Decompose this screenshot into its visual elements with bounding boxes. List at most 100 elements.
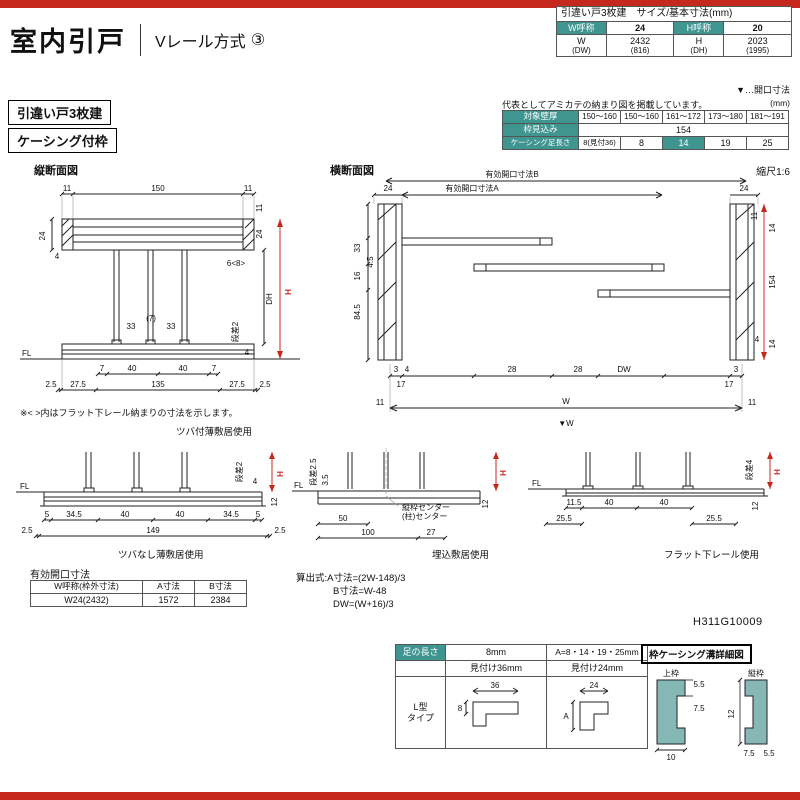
- height-dim-label: H: [276, 471, 285, 477]
- dim-label: 27.5: [70, 380, 86, 389]
- l-type-label-cell: L型 タイプ: [395, 676, 446, 749]
- frame-depth-label: 枠見込み: [502, 122, 579, 138]
- table-cell: 19: [704, 136, 747, 151]
- frame-depth-value: 154: [578, 122, 789, 138]
- dim-label: 28: [574, 365, 583, 374]
- dim-label: 11.5: [567, 498, 583, 507]
- eff-header-cell: W呼称(枠外寸法): [30, 580, 143, 594]
- table-cell: 8mm: [445, 644, 547, 661]
- table-cell: W24(2432): [30, 592, 143, 608]
- dim-label: 24: [384, 184, 393, 193]
- dim-label: 10: [667, 753, 676, 762]
- size-table: 引違い戸3枚建 サイズ/基本寸法(mm) W呼称 24 H呼称 20 W(DW)…: [556, 6, 792, 58]
- side-frame-profile: [737, 677, 768, 747]
- dim-label: 4: [755, 335, 760, 344]
- wall-row: 対象壁厚 150〜160 150〜160 161〜172 173〜180 181…: [502, 110, 789, 124]
- door-type-tag: 引違い戸3枚建: [8, 100, 112, 125]
- casing-leg-label: ケーシング足長さ: [502, 136, 579, 151]
- unit-label: (mm): [770, 98, 790, 108]
- dim-label: 40: [179, 364, 188, 373]
- eff-header-cell: B寸法: [194, 580, 247, 594]
- dim-label: 27.5: [229, 380, 245, 389]
- dim-label: 3.5: [321, 474, 330, 486]
- leg-subheader-row: 見付け36mm 見付け24mm: [395, 660, 648, 677]
- width-marker-label: ▼W: [558, 419, 574, 428]
- dim-label: 11: [750, 211, 759, 220]
- w-dim: 2432: [630, 35, 651, 46]
- document-number: H311G10009: [693, 616, 763, 628]
- dim-label: 4.5: [366, 256, 375, 268]
- h-name-sub: (DH): [690, 46, 708, 56]
- table-cell: 8: [620, 136, 663, 151]
- dim-label: 149: [146, 526, 160, 535]
- dim-label: 7: [100, 364, 105, 373]
- table-cell: A=8・14・19・25mm: [546, 644, 648, 661]
- dim-label: 17: [725, 380, 734, 389]
- dim-label: 17: [397, 380, 406, 389]
- sd1-h-dim-red: [269, 452, 275, 492]
- vs-h-dim-red: [277, 219, 283, 359]
- flat-rail-drawing: FL 段差4 H 12 11.5 40 40 25.5 25.5: [528, 452, 782, 527]
- dim-label: 84.5: [353, 304, 362, 320]
- dim-label: 24: [38, 231, 47, 240]
- vs-caption: ツバ付薄敷居使用: [176, 427, 253, 438]
- wall-row-label: 対象壁厚: [502, 110, 579, 124]
- dim-label: 154: [768, 275, 777, 289]
- h-name: H: [695, 35, 703, 46]
- sd2-geometry: [292, 448, 481, 541]
- effective-opening-title: 有効開口寸法: [30, 570, 90, 581]
- dim-label: 段差2.5: [308, 458, 318, 486]
- bottom-accent-bar: [0, 792, 800, 800]
- dim-label: 40: [660, 498, 669, 507]
- h-name-cell: H(DH): [673, 33, 725, 58]
- dim-label: 段差2: [234, 461, 244, 482]
- eff-header-row: W呼称(枠外寸法) A寸法 B寸法: [30, 580, 247, 594]
- leg-drawing-row: L型 タイプ 36 8: [395, 676, 648, 749]
- casing-profile-a-cell: 24 A: [546, 676, 648, 749]
- dim-label: 6<8>: [227, 259, 246, 268]
- bracket-note: ※< >内はフラット下レール納まりの寸法を示します。: [20, 408, 238, 418]
- dim-label: 5: [256, 510, 261, 519]
- dim-label: 100: [361, 528, 375, 537]
- vertical-section-title: 縦断面図: [34, 165, 78, 177]
- effective-opening-table: W呼称(枠外寸法) A寸法 B寸法 W24(2432) 1572 2384: [30, 580, 247, 608]
- leg-header-row: 足の長さ 8mm A=8・14・19・25mm: [395, 644, 648, 661]
- casing-profile-36-cell: 36 8: [445, 676, 547, 749]
- dim-label: 36: [491, 681, 500, 690]
- dim-label: 5.5: [763, 749, 775, 758]
- dim-label: 段差4: [744, 459, 754, 480]
- side-frame-label: 縦枠: [748, 668, 764, 678]
- casing-leg-row: ケーシング足長さ 8(見付36) 8 14 19 25: [502, 136, 789, 151]
- frame-depth-row: 枠見込み 154: [502, 122, 789, 138]
- dim-label: 12: [270, 497, 279, 506]
- dim-label: 11: [63, 184, 72, 193]
- formula-line: DW=(W+16)/3: [333, 599, 394, 610]
- leg-length-table: 足の長さ 8mm A=8・14・19・25mm 見付け36mm 見付け24mm …: [395, 644, 648, 749]
- table-cell: 見付け36mm: [445, 660, 547, 677]
- h-call-label-cell: H呼称: [673, 20, 725, 35]
- dim-label: 4: [245, 348, 250, 357]
- leg-length-label: 足の長さ: [395, 644, 446, 661]
- dim-label: 33: [167, 322, 176, 331]
- top-accent-bar: [0, 0, 800, 8]
- dim-label: 16: [353, 271, 362, 280]
- floor-level-label: FL: [294, 481, 304, 490]
- table-cell: 1572: [142, 592, 195, 608]
- w-dim-sub: (816): [630, 46, 650, 56]
- representative-note: 代表としてアミカテの納まり図を掲載しています。: [502, 100, 708, 110]
- dim-label: 28: [508, 365, 517, 374]
- selected-cell: 14: [662, 136, 705, 151]
- eff-value-row: W24(2432) 1572 2384: [30, 592, 247, 608]
- vertical-section-drawing: 11 150 11 24 4 11 24 6<8> DH H 33 (7) 33…: [20, 184, 300, 393]
- table-cell: 8(見付36): [578, 136, 621, 151]
- casing-profile-36-drawing: 36 8: [458, 681, 519, 727]
- page-header: 室内引戸 Vレール方式 ③: [10, 20, 265, 59]
- dim-label: 5.5: [693, 680, 705, 689]
- dim-label: 11: [376, 398, 385, 407]
- dim-label: 40: [121, 510, 130, 519]
- top-frame-label: 上枠: [663, 668, 679, 678]
- width-dim-label: W: [562, 397, 570, 406]
- h-dim-cell: 2023(1995): [723, 33, 792, 58]
- sd2-h-dim-red: [493, 452, 499, 491]
